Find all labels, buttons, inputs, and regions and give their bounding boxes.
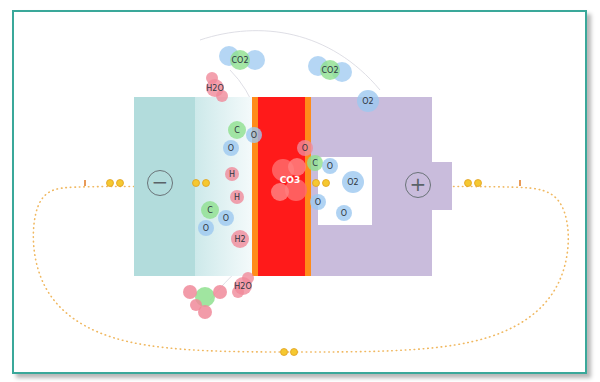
anode: − — [134, 97, 252, 276]
molecule-label: CO2 — [322, 66, 339, 75]
atom-circle — [307, 155, 323, 171]
molecule-label: H — [229, 170, 235, 179]
molecule-label: O2 — [347, 178, 358, 187]
cathode-tab — [432, 162, 452, 210]
molecule-label: C — [207, 206, 213, 215]
anode-layer — [195, 97, 252, 276]
atom-circle — [310, 194, 326, 210]
molecule-label: CO2 — [232, 56, 249, 65]
atom-circle — [320, 60, 340, 80]
molecule-label: H2O — [234, 282, 251, 291]
molecule-label: O — [327, 162, 333, 171]
atom-circle — [206, 79, 224, 97]
atom-circle — [198, 220, 214, 236]
molecule-atoms — [198, 50, 379, 295]
cathode-pore — [318, 157, 372, 225]
molecule-label: H — [234, 193, 240, 202]
ion-label: CO3 — [280, 175, 301, 185]
molecule-label: O — [251, 131, 257, 140]
atom-circle — [322, 158, 338, 174]
atom-circle — [201, 201, 219, 219]
molecule-label: O — [315, 198, 321, 207]
molecule-label: O — [203, 224, 209, 233]
atom-circle — [218, 210, 234, 226]
anode-plate — [134, 97, 195, 276]
molecule-label: C — [312, 159, 318, 168]
molecule-label: O — [228, 144, 234, 153]
molecule-label: O — [341, 209, 347, 218]
electrolyte-edge — [252, 97, 258, 276]
molecule-parts — [183, 46, 352, 319]
polarity-symbol: − — [147, 170, 173, 196]
atom-circle — [225, 167, 239, 181]
molecule-label: C — [234, 126, 240, 135]
atom-circle — [228, 121, 246, 139]
molecule-label: O — [223, 214, 229, 223]
atom-circle — [230, 190, 244, 204]
atom-circle — [223, 140, 239, 156]
atom-circle — [297, 140, 313, 156]
atom-circle — [246, 127, 262, 143]
atom-circle — [234, 277, 252, 295]
cathode-plate — [311, 97, 432, 276]
wire-ends — [85, 180, 520, 186]
atom-circle — [336, 205, 352, 221]
electrolyte-layer: CO3 — [252, 97, 311, 276]
molecule-label: O — [302, 144, 308, 153]
molecule-label: H2 — [234, 235, 245, 244]
electrons — [107, 180, 482, 356]
atom-circle — [357, 90, 379, 112]
polarity-symbol: + — [405, 172, 431, 198]
atom-circle — [342, 171, 364, 193]
molecule-label: O2 — [362, 97, 373, 106]
atom-circle — [231, 230, 249, 248]
molecule-label: H2O — [206, 84, 223, 93]
atom-circle — [230, 50, 250, 70]
cathode: + — [311, 97, 432, 276]
